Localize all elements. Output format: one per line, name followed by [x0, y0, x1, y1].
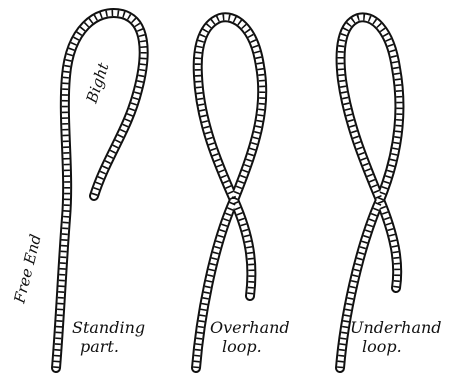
underhand-caption-line-1: Underhand	[350, 318, 442, 337]
overhand-caption-line-2: loop.	[222, 337, 262, 356]
standing-caption-line-2: part.	[80, 337, 119, 356]
overhand-caption-line-1: Overhand	[210, 318, 290, 337]
rope-overhand-figure	[196, 17, 262, 368]
standing-caption-line-1: Standing	[72, 318, 145, 337]
bight-label: Bight	[82, 60, 112, 107]
free-end-label: Free End	[10, 232, 45, 306]
rope-underhand-figure	[340, 17, 399, 368]
underhand-caption-line-2: loop.	[362, 337, 402, 356]
